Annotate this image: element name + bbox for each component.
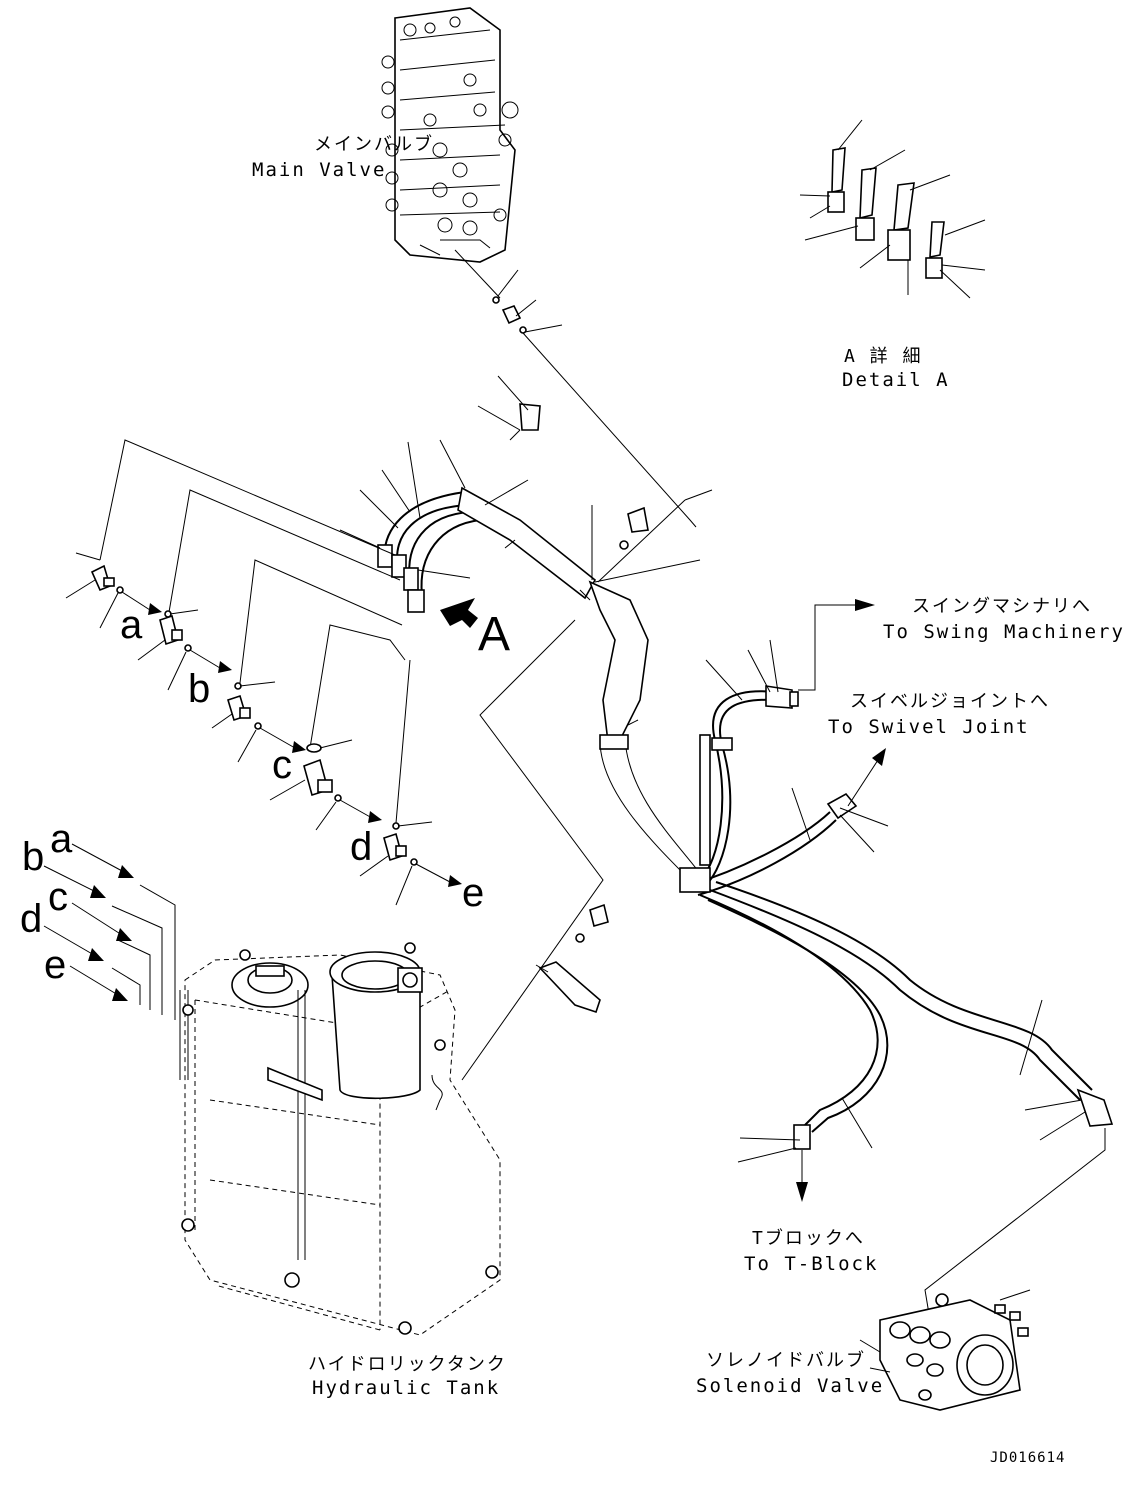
hose-bundle (377, 486, 706, 881)
tank-port-e-label: e (44, 943, 66, 987)
view-a-arrow (440, 598, 478, 628)
tank-port-arrows (43, 843, 176, 1020)
tank-label-jp: ハイドロリックタンク (308, 1354, 507, 1375)
tank-port-d-label: d (20, 897, 42, 941)
tblock-label-en: To T-Block (744, 1253, 878, 1275)
swivel-label-en: To Swivel Joint (828, 716, 1030, 738)
tank-port-callouts: a b c d e (20, 817, 73, 987)
tank-port-a-label: a (50, 817, 73, 861)
swing-machinery-route (798, 599, 886, 807)
main-valve-fittings (454, 249, 697, 528)
fitting-e-label: e (462, 871, 484, 915)
fitting-a-label: a (120, 603, 143, 647)
swivel-label-jp: スイベルジョイントへ (850, 691, 1050, 712)
main-valve-label-jp: メインバルブ (314, 133, 434, 155)
drawing-code: JD016614 (990, 1450, 1065, 1466)
clamp-bracket (535, 903, 609, 1014)
tank-port-c-label: c (48, 875, 68, 919)
main-valve-drawing (381, 7, 519, 263)
lower-hoses (699, 881, 1114, 1321)
fitting-d-label: d (350, 825, 372, 869)
tblock-label-jp: Tブロックへ (752, 1227, 865, 1249)
hydraulic-tank-drawing (179, 619, 604, 1336)
tank-label-en: Hydraulic Tank (312, 1377, 500, 1399)
swing-hoses (679, 639, 889, 896)
swing-label-jp: スイングマシナリへ (912, 596, 1092, 617)
main-valve-label-en: Main Valve (252, 159, 386, 181)
fitting-chain-callouts: a b c d e (120, 603, 484, 915)
detail-a-drawing (799, 119, 986, 299)
swing-label-en: To Swing Machinery (883, 621, 1125, 643)
solenoid-label-en: Solenoid Valve (696, 1375, 884, 1397)
tank-port-b-label: b (22, 835, 44, 879)
fitting-chain (65, 439, 462, 906)
detail-a-label-en: Detail A (842, 369, 950, 391)
detail-a-label-jp: A 詳 細 (844, 346, 923, 367)
solenoid-valve-drawing (859, 1289, 1031, 1411)
solenoid-label-jp: ソレノイドバルブ (706, 1349, 866, 1371)
fitting-c-label: c (272, 743, 292, 787)
view-a-callout: A (478, 608, 510, 661)
bundle-leaders (339, 375, 713, 583)
fitting-b-label: b (188, 667, 210, 711)
